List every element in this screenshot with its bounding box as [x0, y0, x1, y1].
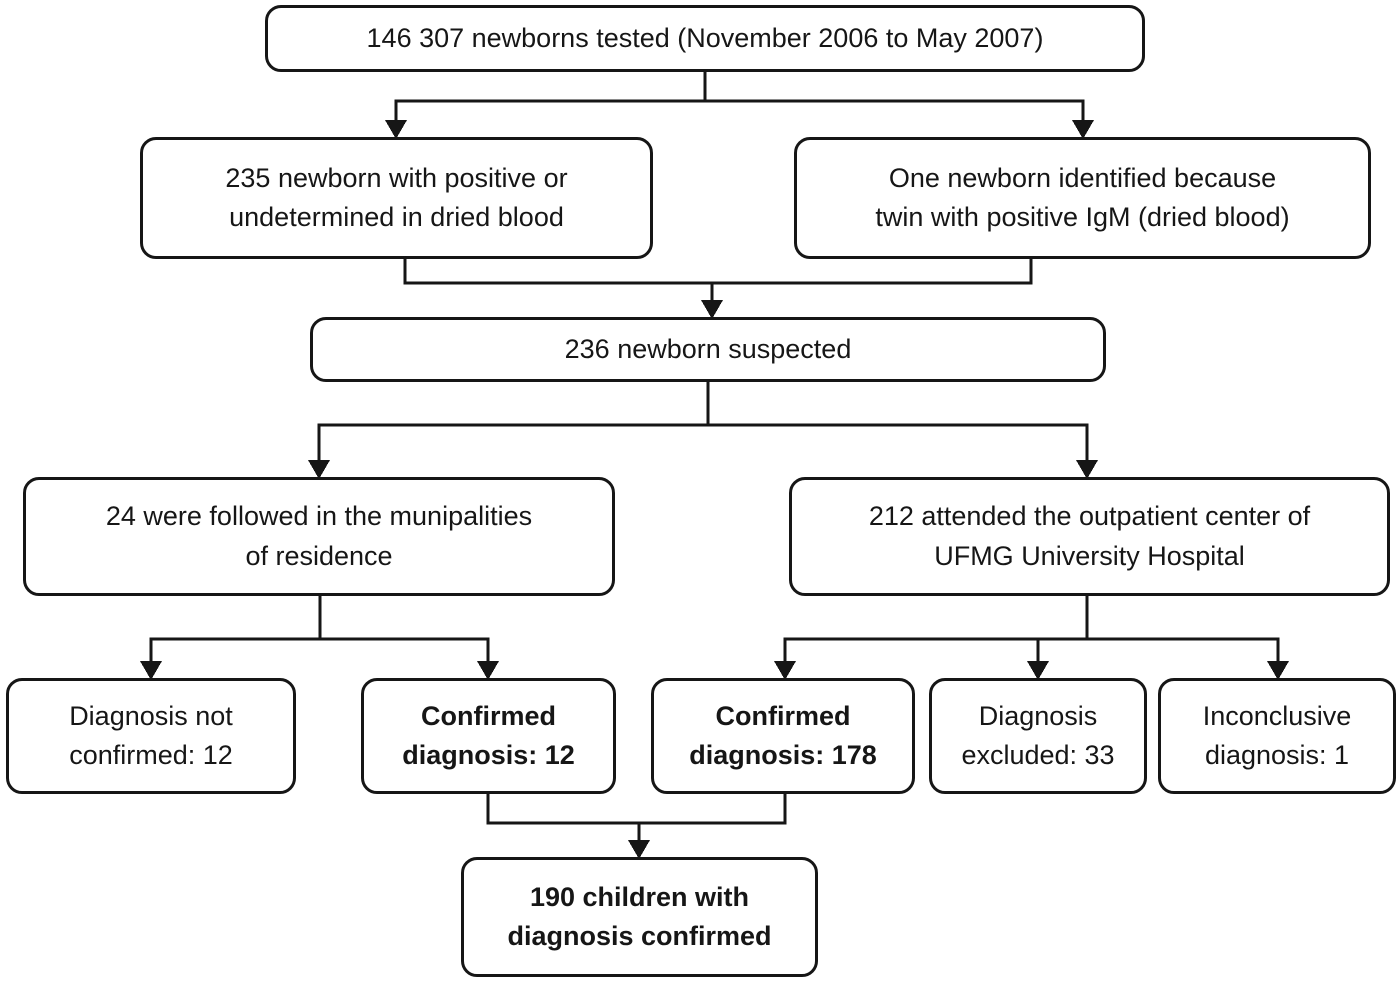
- node-inconclusive-diagnosis: Inconclusive diagnosis: 1: [1158, 678, 1396, 794]
- node-label: 235 newborn with positive or undetermine…: [225, 162, 568, 232]
- node-label: Diagnosis not confirmed: 12: [69, 700, 233, 770]
- edge-suspected-merge: [403, 258, 1033, 319]
- node-label: 212 attended the outpatient center of UF…: [868, 501, 1311, 571]
- node-followed-in-municipalities: 24 were followed in the munipalities of …: [23, 477, 615, 596]
- node-label: Confirmed diagnosis: 12: [402, 700, 575, 770]
- node-label: Diagnosis excluded: 33: [961, 700, 1115, 770]
- edge-outpatient-split: [774, 595, 1289, 680]
- node-label: 190 children with diagnosis confirmed: [507, 881, 772, 951]
- node-diagnosis-not-confirmed: Diagnosis not confirmed: 12: [6, 678, 296, 794]
- edge-municipalities-split: [140, 595, 499, 680]
- node-label: 236 newborn suspected: [564, 333, 852, 364]
- edge-final-merge: [486, 793, 787, 859]
- node-newborns-tested: 146 307 newborns tested (November 2006 t…: [265, 5, 1145, 72]
- node-label: 24 were followed in the munipalities of …: [105, 501, 533, 571]
- edge-suspected-split: [308, 381, 1098, 479]
- node-attended-outpatient-center: 212 attended the outpatient center of UF…: [789, 477, 1390, 596]
- node-label: Inconclusive diagnosis: 1: [1202, 700, 1352, 770]
- node-diagnosis-excluded: Diagnosis excluded: 33: [929, 678, 1147, 794]
- node-label: One newborn identified because twin with…: [875, 162, 1290, 232]
- node-confirmed-diagnosis-12: Confirmed diagnosis: 12: [361, 678, 616, 794]
- node-twin-identified: One newborn identified because twin with…: [794, 137, 1371, 259]
- node-label: 146 307 newborns tested (November 2006 t…: [366, 22, 1044, 53]
- node-positive-dried-blood: 235 newborn with positive or undetermine…: [140, 137, 653, 259]
- edge-tested-split: [385, 70, 1094, 139]
- node-newborn-suspected: 236 newborn suspected: [310, 317, 1106, 382]
- node-label: Confirmed diagnosis: 178: [689, 700, 877, 770]
- node-children-diagnosis-confirmed: 190 children with diagnosis confirmed: [461, 857, 818, 977]
- node-confirmed-diagnosis-178: Confirmed diagnosis: 178: [651, 678, 915, 794]
